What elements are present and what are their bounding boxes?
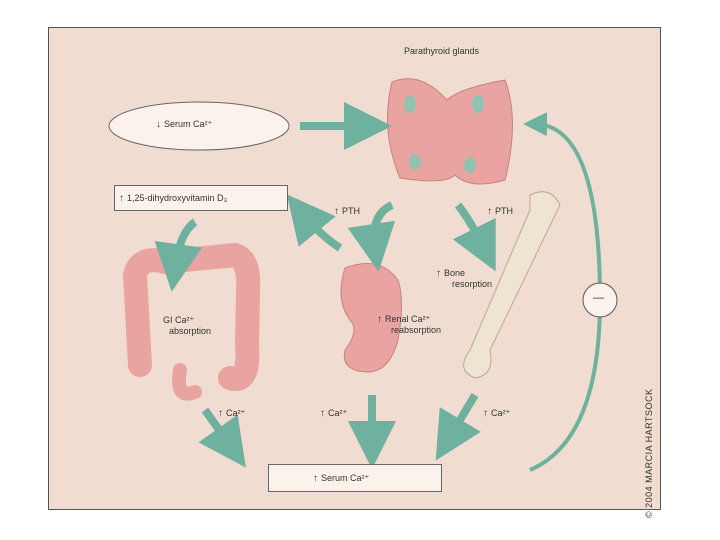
colon-illustration [122, 242, 261, 401]
arrow-to-vitamin [286, 194, 343, 252]
inhibition-circle [582, 282, 618, 318]
gi-absorption-label: GI Ca²⁺ absorption [163, 315, 212, 336]
ca-kidney-label: ↑Ca²⁺ [320, 408, 348, 419]
ca-gi-label: ↑Ca²⁺ [218, 408, 246, 419]
arrows [154, 102, 603, 472]
serum-low-label: ↓Serum Ca²⁺ [156, 119, 213, 130]
serum-high-box: ↑Serum Ca²⁺ [268, 464, 442, 492]
renal-reabsorption-label: ↑Renal Ca²⁺ reabsorption [377, 314, 442, 335]
kidney-illustration [340, 263, 402, 373]
parathyroid-label: Parathyroid glands [404, 46, 480, 56]
inhibition-sign: — [593, 292, 604, 304]
bone-resorption-label: ↑Bone resorption [436, 268, 493, 289]
low-serum-ellipse [108, 101, 290, 151]
pth-right-label: ↑PTH [487, 206, 513, 217]
vitamin-d-box: ↑1,25-dihydroxyvitamin D₃ [114, 185, 288, 211]
bone-illustration [463, 191, 561, 379]
pth-left-label: ↑PTH [334, 206, 360, 217]
arrow-pth-right [452, 202, 496, 272]
copyright-text: © 2004 MARCIA HARTSOCK [644, 388, 654, 518]
arrow-bone-ca [435, 392, 481, 461]
arrow-pth-left [347, 201, 396, 272]
ca-bone-label: ↑Ca²⁺ [483, 408, 511, 419]
arrow-vitamin-to-gi [154, 218, 203, 292]
arrow-gi-ca [198, 407, 246, 468]
parathyroid-glands-illustration [387, 78, 513, 185]
